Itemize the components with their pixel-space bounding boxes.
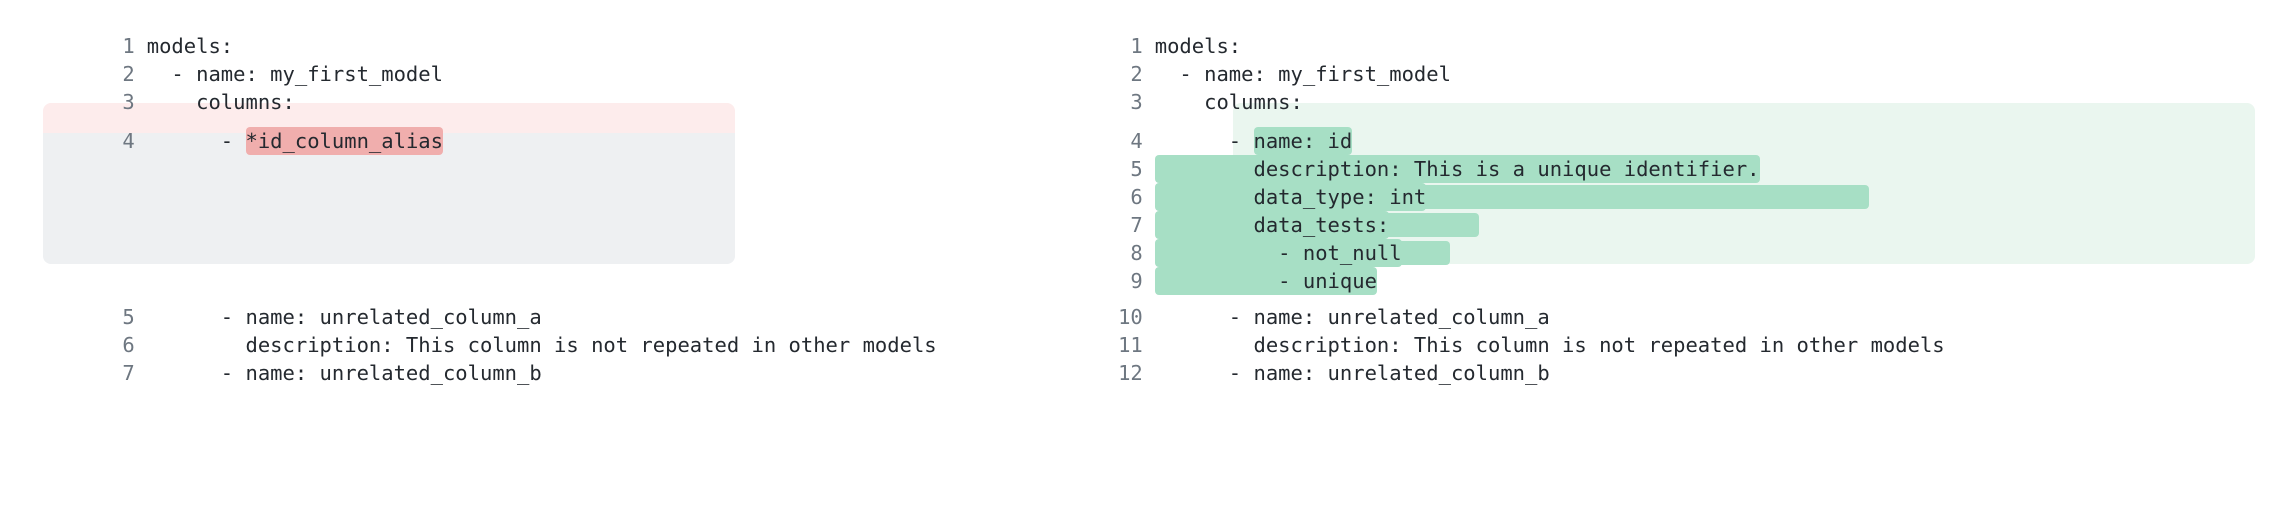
line-number: 7 xyxy=(122,361,135,386)
line-content: - name: my_first_model xyxy=(1154,62,1451,87)
diff-panel-after: 1 models: 2 - name: my_first_model 3 colu… xyxy=(1000,0,2278,528)
line-number: 1 xyxy=(122,34,135,59)
added-token: description: This is a unique identifier… xyxy=(1154,155,1760,184)
added-token: - not_null xyxy=(1154,239,1402,268)
line-number: 4 xyxy=(122,129,135,154)
code-line[interactable]: 3 columns: xyxy=(0,62,780,114)
line-content: - name: unrelated_column_a xyxy=(1154,305,1550,330)
line-content: - name: unrelated_column_b xyxy=(146,361,542,386)
line-content: columns: xyxy=(1154,90,1303,115)
line-number: 8 xyxy=(1130,241,1143,266)
added-token: data_tests: xyxy=(1154,211,1390,240)
line-content: - name: unrelated_column_b xyxy=(1154,361,1550,386)
code-line[interactable]: 2 - name: my_first_model xyxy=(1000,34,2278,86)
added-token: - unique xyxy=(1154,267,1377,296)
added-token: data_type: int xyxy=(1154,183,1427,212)
code-line[interactable]: 1 models: xyxy=(1000,6,2278,58)
code-line[interactable]: 7 - name: unrelated_column_b xyxy=(0,333,780,385)
code-line[interactable]: 5 - name: unrelated_column_a xyxy=(0,277,780,329)
line-content: - xyxy=(146,129,246,154)
line-number: 7 xyxy=(1130,213,1143,238)
line-number: 4 xyxy=(1130,129,1143,154)
code-line[interactable]: 6 description: This column is not repeat… xyxy=(0,305,936,357)
line-number: 6 xyxy=(1130,185,1143,210)
line-number: 5 xyxy=(122,305,135,330)
line-content: models: xyxy=(146,34,234,59)
code-line-removed[interactable]: 4 - *id_column_alias xyxy=(0,101,780,156)
line-content: - name: unrelated_column_a xyxy=(146,305,542,330)
line-content: - xyxy=(1154,129,1254,154)
line-content: columns: xyxy=(146,90,295,115)
line-number: 11 xyxy=(1118,333,1143,358)
line-number: 2 xyxy=(1130,62,1143,87)
code-line-added[interactable]: 7 data_tests: xyxy=(1000,185,2278,240)
line-number: 2 xyxy=(122,62,135,87)
code-line-added[interactable]: 4 - name: id xyxy=(1000,101,2278,156)
code-line[interactable]: 11 description: This column is not repea… xyxy=(1000,305,2278,357)
code-line-added[interactable]: 5 description: This is a unique identifi… xyxy=(1000,129,2278,184)
diff-panel-before: 1 models: 2 - name: my_first_model 3 colu… xyxy=(0,0,937,528)
line-content: description: This column is not repeated… xyxy=(146,333,937,358)
line-number: 3 xyxy=(122,90,135,115)
code-line[interactable]: 12 - name: unrelated_column_b xyxy=(1000,333,2278,385)
removed-token: *id_column_alias xyxy=(245,127,443,156)
code-line-added[interactable]: 9 - unique xyxy=(1000,241,2278,296)
line-content: - name: my_first_model xyxy=(146,62,443,87)
line-number: 5 xyxy=(1130,157,1143,182)
code-line-added[interactable]: 6 data_type: int xyxy=(1000,157,2278,212)
code-line[interactable]: 10 - name: unrelated_column_a xyxy=(1000,277,2278,329)
code-line-added[interactable]: 8 - not_null xyxy=(1000,213,2278,268)
line-content: description: This column is not repeated… xyxy=(1154,333,1945,358)
line-number: 10 xyxy=(1118,305,1143,330)
code-line[interactable]: 2 - name: my_first_model xyxy=(0,34,780,86)
line-number: 1 xyxy=(1130,34,1143,59)
line-number: 12 xyxy=(1118,361,1143,386)
line-number: 9 xyxy=(1130,269,1143,294)
line-content: models: xyxy=(1154,34,1242,59)
added-token: name: id xyxy=(1253,127,1353,156)
code-line[interactable]: 1 models: xyxy=(0,6,780,58)
line-number: 6 xyxy=(122,333,135,358)
line-number: 3 xyxy=(1130,90,1143,115)
code-line[interactable]: 3 columns: xyxy=(1000,62,2278,114)
